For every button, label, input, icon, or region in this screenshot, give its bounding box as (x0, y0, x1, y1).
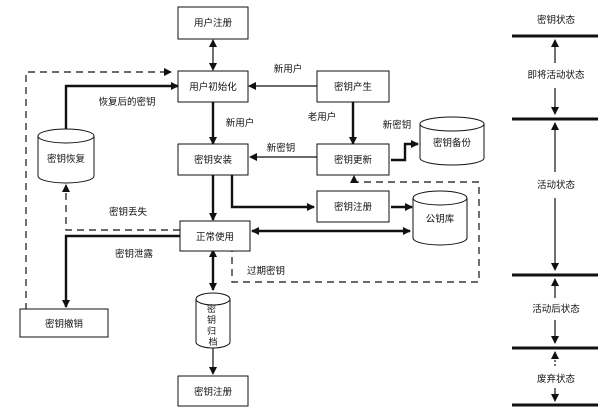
node-key-generate-label: 密钥产生 (334, 81, 373, 93)
loop-revoke-to-init (25, 68, 172, 321)
node-user-register-label: 用户注册 (194, 17, 233, 29)
loop-expired-to-update (231, 175, 480, 283)
loop-lost-to-recover (62, 184, 180, 231)
node-key-install-label: 密钥安装 (194, 154, 233, 166)
node-key-revoke-label: 密钥撤销 (45, 318, 84, 330)
cylinder-pubkey-db-label: 公钥库 (426, 213, 455, 225)
cylinder-pubkey-db: 公钥库 (412, 190, 468, 246)
node-key-install (177, 143, 249, 176)
node-key-register-bottom-label: 密钥注册 (194, 386, 233, 398)
states-title: 密钥状态 (537, 14, 576, 26)
node-key-update-label: 密钥更新 (334, 154, 373, 166)
node-user-register (177, 6, 249, 40)
edge-use-revoke (62, 234, 180, 308)
node-key-generate (316, 70, 390, 103)
edge-install-register (230, 175, 315, 211)
edge-label-new-key-backup: 新密钥 (383, 119, 412, 131)
node-user-init (177, 70, 249, 103)
edge-label-key-leak: 密钥泄露 (115, 248, 154, 260)
cylinder-key-recover-label: 密钥恢复 (47, 153, 86, 165)
node-normal-use (179, 220, 251, 252)
state-active-label: 活动状态 (537, 179, 576, 191)
cylinder-key-backup: 密钥备份 (419, 116, 485, 166)
edge-label-expired-key: 过期密钥 (247, 265, 285, 277)
edge-label-new-user-left: 新用户 (226, 117, 255, 129)
edge-label-new-user-top: 新用户 (274, 63, 303, 75)
node-normal-use-label: 正常使用 (196, 231, 234, 243)
node-key-revoke (19, 308, 109, 338)
node-user-init-label: 用户初始化 (189, 81, 237, 93)
edge-update-backup (391, 140, 419, 162)
edge-label-new-key-install: 新密钥 (267, 142, 296, 154)
node-key-register-label: 密钥注册 (334, 201, 373, 213)
node-key-update (316, 143, 390, 176)
node-key-register (316, 190, 390, 223)
state-post-active-label: 活动后状态 (532, 303, 580, 315)
node-key-register-bottom (177, 375, 249, 407)
edge-recover-init (64, 82, 179, 130)
edge-label-recovered-key: 恢复后的密钥 (98, 96, 155, 108)
state-pre-active-label: 即将活动状态 (527, 69, 585, 81)
cylinder-key-archive-label: 密 钥 归 档 (207, 303, 219, 348)
cylinder-key-recover: 密钥恢复 (37, 128, 95, 184)
edge-label-key-lost: 密钥丢失 (109, 206, 148, 218)
edge-label-old-user: 老用户 (308, 111, 337, 123)
cylinder-key-backup-label: 密钥备份 (433, 137, 472, 149)
cylinder-key-archive: 密 钥 归 档 (195, 292, 231, 349)
state-destroyed-label: 废弃状态 (537, 373, 576, 385)
